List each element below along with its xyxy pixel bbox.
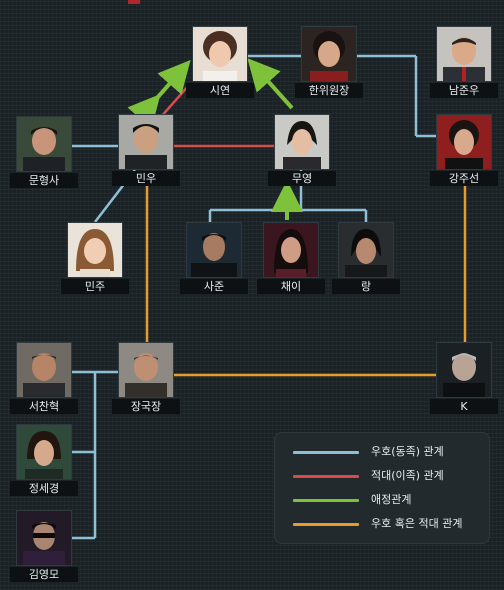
arrow-love-muyeong-siyeon [247,58,294,110]
name-label: 시연 [186,83,254,98]
legend-label-enemy: 적대(이족) 관계 [371,469,444,482]
portrait-minwoo-image [118,114,174,170]
node-kimyeongmo[interactable]: 김영모 [10,510,78,584]
node-siyeon[interactable]: 시연 [186,26,254,100]
legend-swatch-friend [293,451,359,454]
portrait-jeongsegyeong-image [16,424,72,480]
legend-label-love: 애정관계 [371,493,412,506]
portrait-kangjuseon-image [436,114,492,170]
legend-swatch-ambiguous [293,523,359,526]
name-label: 한위원장 [295,83,363,98]
corner-mark [128,0,140,4]
name-label: K [430,399,498,414]
legend-item-friend: 우호(동족) 관계 [293,445,483,459]
node-rang[interactable]: 랑 [332,222,400,296]
name-label: 정세경 [10,481,78,496]
legend-item-ambiguous: 우호 혹은 적대 관계 [293,517,483,531]
portrait-rang-image [338,222,394,278]
node-chaei[interactable]: 채이 [257,222,325,296]
legend-swatch-love [293,499,359,502]
portrait-kimyeongmo-image [16,510,72,566]
name-label: 랑 [332,279,400,294]
node-jeongsegyeong[interactable]: 정세경 [10,424,78,498]
name-label: 민주 [61,279,129,294]
portrait-seochanhyeok-image [16,342,72,398]
node-munhyeongsa[interactable]: 문형사 [10,116,78,190]
name-label: 사준 [180,279,248,294]
portrait-janggukjang-image [118,342,174,398]
legend-label-friend: 우호(동족) 관계 [371,445,444,458]
portrait-minju-image [67,222,123,278]
portrait-muyeong-image [274,114,330,170]
portrait-siyeon-image [192,26,248,82]
legend-item-love: 애정관계 [293,493,483,507]
node-hanwiwonjang[interactable]: 한위원장 [295,26,363,100]
portrait-namjunwoo-image [436,26,492,82]
legend-item-enemy: 적대(이족) 관계 [293,469,483,483]
node-janggukjang[interactable]: 장국장 [112,342,180,416]
name-label: 강주선 [430,171,498,186]
name-label: 무영 [268,171,336,186]
portrait-k-image [436,342,492,398]
node-muyeong[interactable]: 무영 [268,114,336,188]
node-namjunwoo[interactable]: 남준우 [430,26,498,100]
portrait-chaei-image [263,222,319,278]
node-k[interactable]: K [430,342,498,416]
portrait-sajun-image [186,222,242,278]
legend: 우호(동족) 관계 적대(이족) 관계 애정관계 우호 혹은 적대 관계 [274,432,490,544]
name-label: 장국장 [112,399,180,414]
node-sajun[interactable]: 사준 [180,222,248,296]
node-kangjuseon[interactable]: 강주선 [430,114,498,188]
legend-swatch-enemy [293,475,359,478]
node-minwoo[interactable]: 민우 [112,114,180,188]
name-label: 서찬혁 [10,399,78,414]
node-minju[interactable]: 민주 [61,222,129,296]
node-seochanhyeok[interactable]: 서찬혁 [10,342,78,416]
name-label: 남준우 [430,83,498,98]
name-label: 민우 [112,171,180,186]
name-label: 김영모 [10,567,78,582]
arrow-love-minwoo-siyeon [127,60,191,129]
name-label: 채이 [257,279,325,294]
portrait-hanwiwonjang-image [301,26,357,82]
name-label: 문형사 [10,173,78,188]
legend-label-ambiguous: 우호 혹은 적대 관계 [371,517,463,530]
portrait-munhyeongsa-image [16,116,72,172]
